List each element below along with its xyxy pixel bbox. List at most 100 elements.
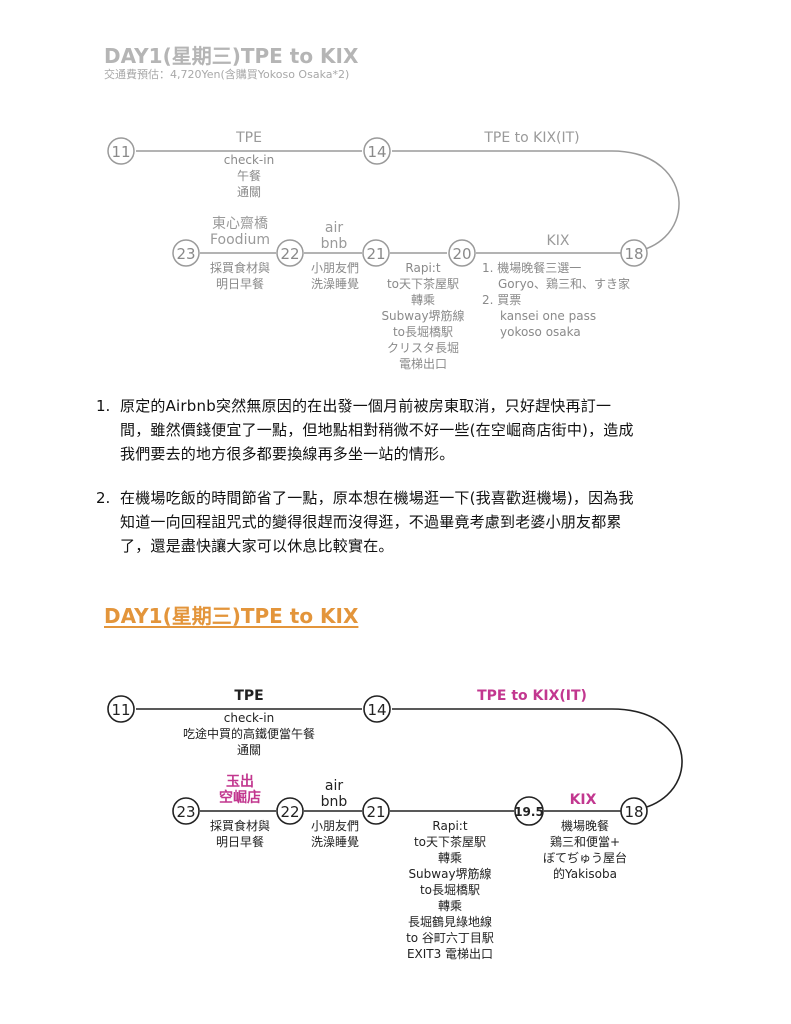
segment-airbnb-line: 洗澡睡覺 <box>310 835 359 849</box>
node-label-22: 22 <box>280 245 299 263</box>
segment-kix-details: 機場晚餐 鶏三和便當+ ぼてぢゅう屋台 的Yakisoba <box>530 818 640 882</box>
segment-rapit-line: 轉乘 <box>437 851 462 865</box>
page-title-top: DAY1(星期三)TPE to KIX <box>104 44 359 68</box>
route-lines-top: 11 14 18 20 21 22 23 <box>107 137 680 267</box>
node-23 <box>172 797 200 825</box>
note-line: 我們要去的地方很多都要換線再多坐一站的情形。 <box>120 445 455 463</box>
segment-airbnb-head: air <box>324 220 344 236</box>
segment-tpe: TPE check-in 吃途中買的高鐵便當午餐 通關 <box>164 688 334 758</box>
segment-airbnb-line: 小朋友們 <box>310 819 359 833</box>
segment-tpe-head: TPE <box>234 688 264 704</box>
segment-rapit-line: 轉乘 <box>410 293 435 307</box>
note-item: 2. 在機場吃飯的時間節省了一點，原本想在機場逛一下(我喜歡逛機場)，因為我 知… <box>96 486 696 558</box>
segment-airbnb-head: bnb <box>320 794 348 810</box>
segment-tpe: TPE check-in 午餐 通關 <box>199 130 299 200</box>
node-label-11: 11 <box>111 143 130 161</box>
segment-rapit-line: EXIT3 電梯出口 <box>406 947 494 961</box>
segment-rapit-line: Rapi:t <box>432 819 468 833</box>
node-11 <box>107 695 135 723</box>
segment-kix-head: KIX <box>569 792 597 808</box>
node-label-21: 21 <box>366 245 385 263</box>
segment-foodium: 東心齋橋 Foodium <box>200 216 280 248</box>
transport-cost-estimate: 交通費預估：4,720Yen(含購買Yokoso Osaka*2) <box>104 68 350 81</box>
segment-rapit: Rapi:t to天下茶屋駅 轉乘 Subway堺筋線 to長堀橋駅 轉乘 長堀… <box>390 818 510 962</box>
segment-store-line: 明日早餐 <box>215 835 264 849</box>
segment-tpe-line: 吃途中買的高鐵便當午餐 <box>182 727 315 741</box>
note-text: 原定的Airbnb突然無原因的在出發一個月前被房東取消，只好趕快再訂一 間，雖然… <box>120 394 696 466</box>
segment-rapit-line: to長堀橋駅 <box>392 325 454 339</box>
segment-airbnb: air bnb <box>304 778 364 810</box>
note-line: 在機場吃飯的時間節省了一點，原本想在機場逛一下(我喜歡逛機場)，因為我 <box>120 489 634 507</box>
segment-kix-line: 2. 買票 <box>482 293 522 307</box>
node-label-21: 21 <box>366 803 385 821</box>
segment-kix-line: 鶏三和便當+ <box>549 835 621 849</box>
segment-tpe-line: 通關 <box>236 743 261 757</box>
segment-kix: KIX <box>478 233 638 249</box>
segment-store-line: 採買食材與 <box>209 819 270 833</box>
route-lines-bottom: 11 14 18 19.5 21 22 23 <box>107 695 683 826</box>
itinerary-diagram-bottom: 11 14 18 19.5 21 22 23 TPE check-in 吃途中買… <box>0 560 791 980</box>
node-20 <box>448 239 476 267</box>
segment-foodium-head: Foodium <box>210 232 270 248</box>
segment-tpe-line: 午餐 <box>236 169 261 183</box>
segment-rapit-line: to天下茶屋駅 <box>386 277 460 291</box>
segment-rapit-line: to長堀橋駅 <box>419 883 481 897</box>
node-label-11: 11 <box>111 701 130 719</box>
segment-kix-head: KIX <box>546 233 570 249</box>
segment-store-head: 玉出 <box>226 774 254 790</box>
node-label-18: 18 <box>624 803 643 821</box>
segment-airbnb-head: air <box>324 778 344 794</box>
segment-rapit-line: 電梯出口 <box>398 357 447 371</box>
segment-airbnb-line: 小朋友們 <box>310 261 359 275</box>
node-label-22: 22 <box>280 803 299 821</box>
node-label-19-5: 19.5 <box>514 805 544 819</box>
note-text: 在機場吃飯的時間節省了一點，原本想在機場逛一下(我喜歡逛機場)，因為我 知道一向… <box>120 486 696 558</box>
segment-foodium-line: 採買食材與 <box>209 261 270 275</box>
node-label-23: 23 <box>176 803 195 821</box>
note-item: 1. 原定的Airbnb突然無原因的在出發一個月前被房東取消，只好趕快再訂一 間… <box>96 394 696 466</box>
segment-tpe-line: 通關 <box>236 185 261 199</box>
node-14 <box>363 695 391 723</box>
note-number: 1. <box>96 397 111 415</box>
segment-store-details: 採買食材與 明日早餐 <box>200 818 280 850</box>
node-label-14: 14 <box>367 701 386 719</box>
node-label-14: 14 <box>367 143 386 161</box>
notes-list: 1. 原定的Airbnb突然無原因的在出發一個月前被房東取消，只好趕快再訂一 間… <box>96 394 696 578</box>
segment-foodium-details: 採買食材與 明日早餐 <box>200 260 280 292</box>
segment-airbnb-line: 洗澡睡覺 <box>310 277 359 291</box>
node-21 <box>362 797 390 825</box>
node-label-23: 23 <box>176 245 195 263</box>
node-21 <box>362 239 390 267</box>
node-18 <box>620 797 648 825</box>
segment-foodium-line: 明日早餐 <box>215 277 264 291</box>
segment-rapit-line: Subway堺筋線 <box>408 867 492 881</box>
segment-kix-details: 1. 機場晚餐三選一 Goryo、鶏三和、すき家 2. 買票 kansei on… <box>482 260 642 340</box>
node-14 <box>363 137 391 165</box>
segment-store: 玉出 空崛店 <box>200 774 280 806</box>
segment-rapit-line: 長堀鶴見綠地線 <box>407 915 492 929</box>
node-22 <box>276 239 304 267</box>
node-18 <box>620 239 648 267</box>
segment-tpe-line: check-in <box>223 711 275 725</box>
note-line: 間，雖然價錢便宜了一點，但地點相對稍微不好一些(在空崛商店街中)，造成 <box>120 421 634 439</box>
node-label-20: 20 <box>452 245 471 263</box>
segment-flight-head: TPE to KIX(IT) <box>477 688 587 704</box>
page-title-bottom: DAY1(星期三)TPE to KIX <box>104 604 359 628</box>
segment-flight: TPE to KIX(IT) <box>452 688 612 704</box>
segment-kix-line: yokoso osaka <box>500 325 581 339</box>
segment-rapit-line: Rapi:t <box>405 261 441 275</box>
segment-kix-line: 機場晚餐 <box>560 819 609 833</box>
segment-airbnb: air bnb <box>304 220 364 252</box>
segment-rapit-line: to 谷町六丁目駅 <box>406 931 494 945</box>
node-22 <box>276 797 304 825</box>
segment-flight: TPE to KIX(IT) <box>452 130 612 146</box>
node-label-18: 18 <box>624 245 643 263</box>
segment-kix-line: 1. 機場晚餐三選一 <box>482 261 582 275</box>
segment-rapit: Rapi:t to天下茶屋駅 轉乘 Subway堺筋線 to長堀橋駅 クリスタ長… <box>368 260 478 372</box>
segment-kix: KIX <box>548 792 618 808</box>
segment-rapit-line: to天下茶屋駅 <box>413 835 487 849</box>
segment-foodium-head: 東心齋橋 <box>212 216 268 232</box>
segment-tpe-head: TPE <box>236 130 262 146</box>
note-line: 了，還是盡快讓大家可以休息比較實在。 <box>120 537 394 555</box>
node-23 <box>172 239 200 267</box>
